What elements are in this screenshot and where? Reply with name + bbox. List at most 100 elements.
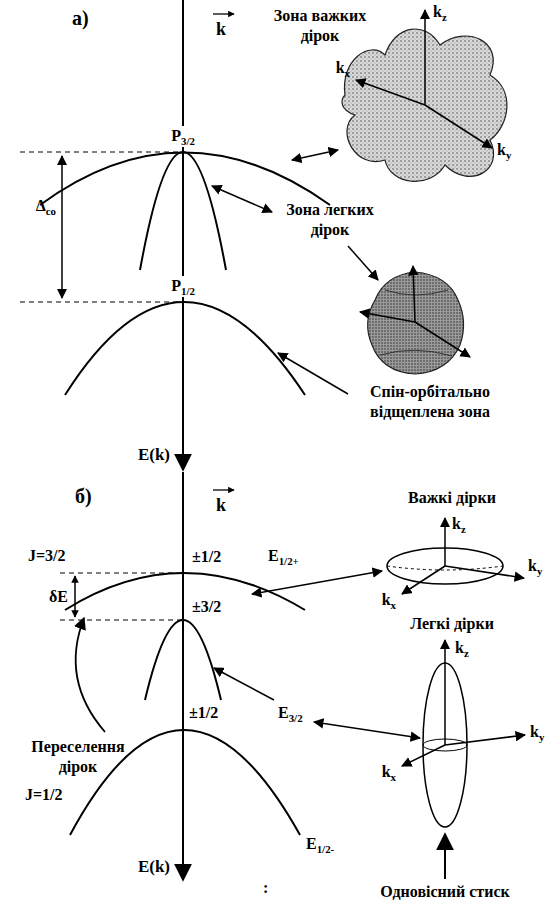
- band-label: Зона легких дірок: [274, 200, 386, 240]
- spin-projection: ±3/2: [192, 597, 221, 617]
- main-symbol: k: [528, 557, 537, 574]
- heavy-hole-band: [40, 153, 330, 206]
- main-symbol: k: [530, 723, 539, 740]
- leader-arrow: [214, 668, 274, 700]
- wavevector-label: k: [216, 18, 226, 41]
- axis-label: ky: [528, 556, 542, 577]
- main-symbol: E: [278, 704, 289, 721]
- wavevector-label: k: [216, 494, 226, 517]
- axis-label: kz: [455, 638, 469, 659]
- leader-arrow: [212, 186, 272, 212]
- leader-arrow: [292, 150, 338, 160]
- subscript: 1/2+: [279, 555, 299, 567]
- leader-arrow: [314, 722, 420, 738]
- subscript: 1/2-: [317, 843, 335, 855]
- transfer-label: Переселення дірок: [22, 737, 134, 777]
- axis-arrow: [444, 640, 446, 745]
- stress-arrow: [444, 834, 446, 879]
- axis-arrow: [402, 745, 445, 766]
- subscript: y: [506, 149, 511, 161]
- band-label: E1/2-: [306, 834, 334, 855]
- axis-title: E(k): [138, 444, 170, 465]
- axis-arrow: [415, 322, 470, 357]
- band-label: Зона важких дірок: [264, 6, 376, 46]
- light-hole-band: [140, 152, 226, 270]
- band-label: Спін-орбітально відщеплена зона: [355, 382, 505, 422]
- axis-label: ky: [497, 140, 511, 161]
- vector-arrow: [213, 489, 234, 490]
- main-symbol: k: [382, 591, 391, 608]
- stress-label: Одновісний стиск: [380, 882, 510, 902]
- leader-arrow: [348, 246, 378, 280]
- axis-arrow: [445, 566, 524, 578]
- axis-arrow: [413, 266, 415, 322]
- subscript: y: [537, 565, 542, 577]
- main-symbol: k: [497, 141, 506, 158]
- level-label: J=1/2: [25, 785, 63, 805]
- axis-label: kx: [382, 590, 396, 611]
- panel-letter: а): [72, 6, 89, 31]
- subscript: z: [464, 647, 469, 659]
- main-symbol: E: [306, 835, 317, 852]
- leader-arrow: [252, 571, 382, 594]
- splitting-arrow: [61, 156, 63, 298]
- leader-arrow: [278, 353, 348, 394]
- main-symbol: k: [433, 3, 442, 20]
- axis-arrow: [444, 518, 446, 566]
- level-label: P3/2: [169, 126, 197, 147]
- splitting-label: Δco: [36, 196, 56, 217]
- axis-label: ky: [530, 722, 544, 743]
- subscript: z: [442, 11, 447, 23]
- vector-arrow: [213, 13, 234, 14]
- main-symbol: P: [171, 277, 181, 294]
- subscript: x: [391, 771, 396, 783]
- subscript: 3/2: [181, 135, 195, 147]
- main-symbol: Δ: [36, 197, 46, 214]
- split-off-band: [65, 302, 305, 395]
- main-symbol: k: [452, 515, 461, 532]
- dashed-level: [60, 620, 183, 621]
- band-label: E1/2+: [268, 546, 299, 567]
- level-label: J=3/2: [28, 546, 66, 566]
- band-label: E3/2: [278, 703, 303, 724]
- panel-letter: б): [75, 484, 92, 509]
- subscript: 3/2: [289, 712, 303, 724]
- axis-arrow: [360, 312, 415, 322]
- splitting-arrow: [74, 576, 76, 617]
- subscript: 1/2: [181, 285, 195, 297]
- subscript: x: [345, 67, 350, 79]
- dashed-level: [60, 573, 183, 574]
- energy-axis: [182, 0, 184, 470]
- axis-label: kx: [382, 762, 396, 783]
- main-symbol: k: [455, 639, 464, 656]
- axis-arrow: [356, 80, 425, 105]
- splitting-label: δE: [49, 587, 68, 607]
- subscript: co: [46, 205, 56, 217]
- axis-label: kx: [336, 58, 350, 79]
- stray-mark: :: [263, 878, 268, 898]
- transfer-arrow: [76, 618, 105, 732]
- level-label: P1/2: [169, 276, 197, 297]
- energy-axis: [182, 472, 184, 880]
- axis-arrow: [402, 566, 445, 594]
- main-symbol: k: [382, 763, 391, 780]
- main-symbol: k: [336, 59, 345, 76]
- axis-title: E(k): [138, 856, 170, 877]
- dashed-level: [20, 152, 183, 153]
- axis-arrow: [445, 735, 525, 745]
- subscript: x: [391, 599, 396, 611]
- dashed-level: [20, 302, 183, 303]
- subscript: z: [461, 523, 466, 535]
- subscript: y: [539, 731, 544, 743]
- spin-projection: ±1/2: [192, 547, 221, 567]
- axis-arrow: [425, 105, 492, 148]
- band-label: Важкі дірки: [408, 488, 496, 508]
- main-symbol: E: [268, 547, 279, 564]
- axis-label: kz: [452, 514, 466, 535]
- axis-arrow: [424, 10, 426, 105]
- axis-label: kz: [433, 2, 447, 23]
- light-hole-band: [145, 620, 221, 700]
